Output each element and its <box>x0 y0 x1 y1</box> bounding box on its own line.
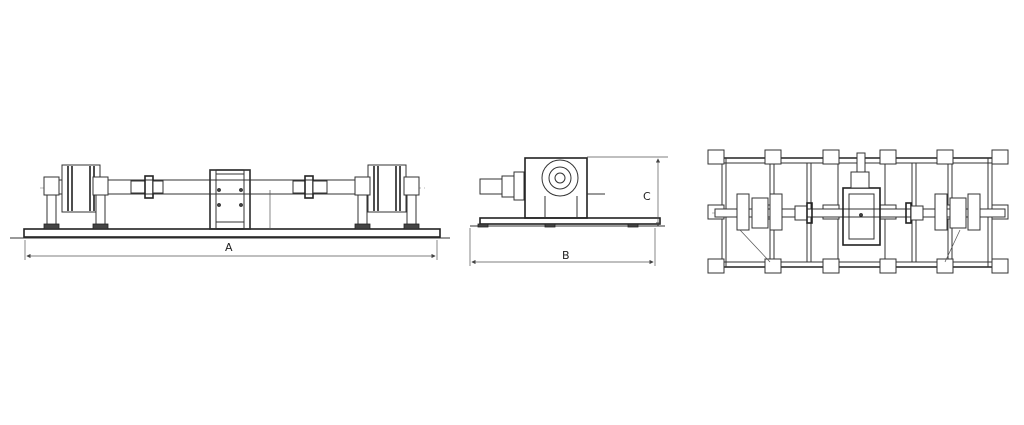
couplings <box>130 175 328 199</box>
top-shaft <box>714 208 1006 218</box>
mounting-pad <box>764 149 782 165</box>
side-gearbox <box>524 157 605 219</box>
top-gearbox <box>842 152 881 246</box>
front-view: A <box>10 164 450 260</box>
dimension-b-label: B <box>562 249 570 262</box>
bearing-supports <box>43 176 420 230</box>
dimension-c-label: C <box>643 190 651 203</box>
base-plate <box>23 228 441 238</box>
top-view <box>707 149 1009 274</box>
mounting-pad <box>822 258 840 274</box>
dimension-a-label: A <box>225 241 233 254</box>
base-frame <box>479 217 661 225</box>
motor <box>479 171 525 201</box>
side-view: C B <box>469 156 668 266</box>
right-drum <box>367 164 407 213</box>
mounting-pad <box>991 149 1009 165</box>
mounting-pad <box>764 258 782 274</box>
mounting-pad <box>991 258 1009 274</box>
mounting-pad <box>879 149 897 165</box>
top-drums <box>736 193 981 231</box>
gearbox <box>209 169 251 230</box>
mounting-pad <box>879 258 897 274</box>
mounting-pad <box>707 149 725 165</box>
mounting-pad <box>822 149 840 165</box>
mounting-pad <box>936 258 954 274</box>
mounting-pad <box>936 149 954 165</box>
mounting-pad <box>707 258 725 274</box>
